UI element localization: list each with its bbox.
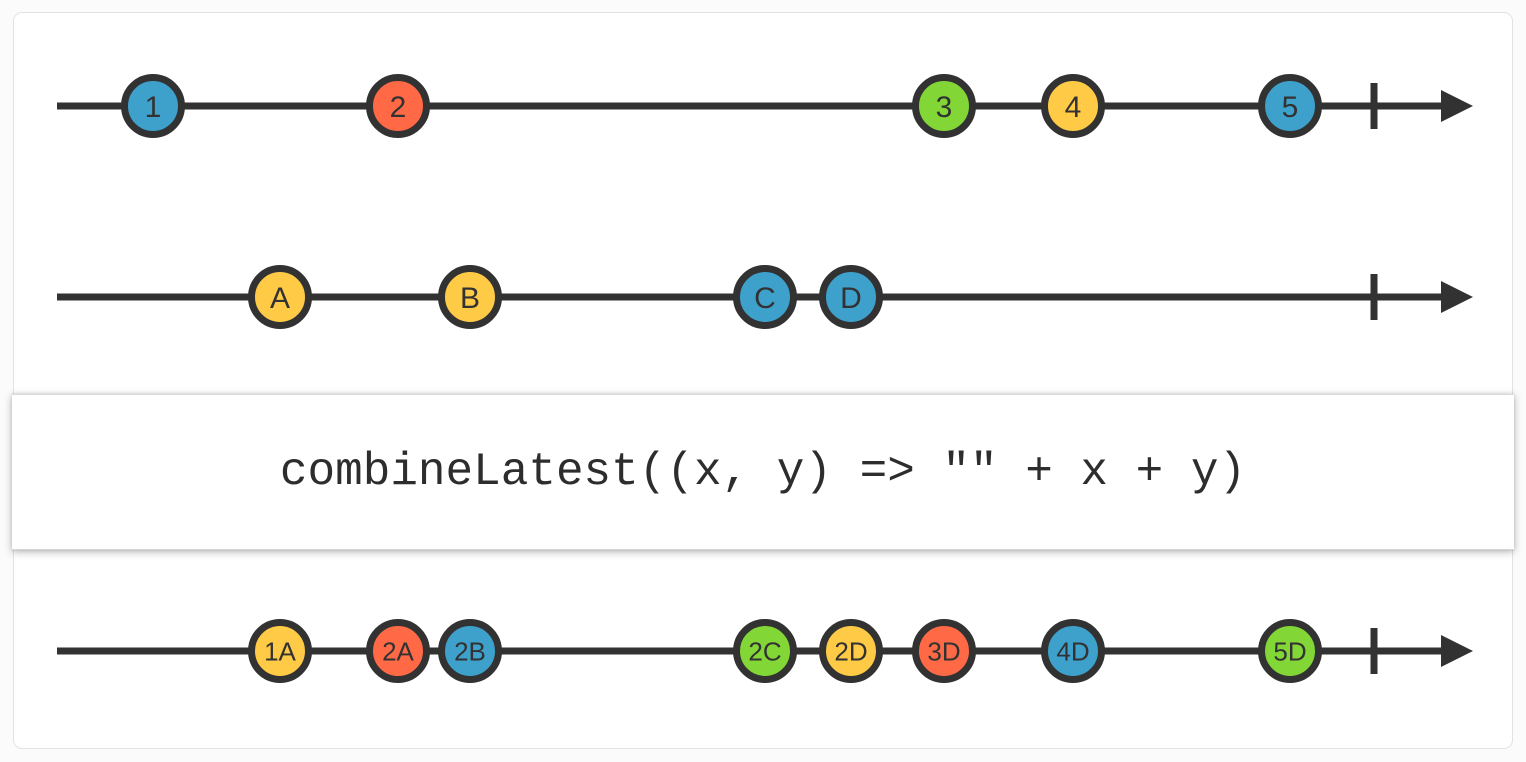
marble-C[interactable]: C	[733, 265, 797, 329]
marble-2C: 2C	[733, 619, 797, 683]
marble-label-2D: 2D	[834, 636, 867, 666]
marble-circle-2A	[366, 619, 430, 683]
marble-4D: 4D	[1041, 619, 1105, 683]
marble-label-5D: 5D	[1273, 636, 1306, 666]
marble-circle-5D	[1258, 619, 1322, 683]
marble-label-4D: 4D	[1056, 636, 1089, 666]
marble-2B: 2B	[438, 619, 502, 683]
marble-circle-4[interactable]	[1041, 74, 1105, 138]
marble-1[interactable]: 1	[121, 74, 185, 138]
marble-circle-1A	[248, 619, 312, 683]
marble-label-4: 4	[1065, 91, 1082, 124]
arrowhead-icon	[1441, 635, 1473, 667]
marble-circle-B[interactable]	[438, 265, 502, 329]
marble-label-2A: 2A	[382, 636, 414, 666]
operator-code: combineLatest((x, y) => "" + x + y)	[279, 446, 1247, 498]
marble-B[interactable]: B	[438, 265, 502, 329]
marble-label-3: 3	[936, 91, 953, 124]
marble-circle-2[interactable]	[366, 74, 430, 138]
marble-label-1A: 1A	[264, 636, 296, 666]
marble-circle-2B	[438, 619, 502, 683]
marble-label-2: 2	[390, 91, 407, 124]
marble-4[interactable]: 4	[1041, 74, 1105, 138]
marble-label-C: C	[754, 282, 776, 315]
marble-2[interactable]: 2	[366, 74, 430, 138]
marble-1A: 1A	[248, 619, 312, 683]
timeline-output: 1A 2A 2B 2C 2D 3D 4D 5D	[57, 619, 1473, 683]
marble-D[interactable]: D	[819, 265, 883, 329]
marble-2A: 2A	[366, 619, 430, 683]
marble-3[interactable]: 3	[912, 74, 976, 138]
arrowhead-icon	[1441, 90, 1473, 122]
marble-3D: 3D	[912, 619, 976, 683]
marble-A[interactable]: A	[248, 265, 312, 329]
marble-5D: 5D	[1258, 619, 1322, 683]
marble-circle-4D	[1041, 619, 1105, 683]
marble-label-B: B	[460, 282, 480, 315]
marble-label-D: D	[840, 282, 862, 315]
marble-circle-2D	[819, 619, 883, 683]
timeline-source-2: A B C D	[57, 265, 1473, 329]
timeline-source-1: 1 2 3 4 5	[57, 74, 1473, 138]
marble-circle-C[interactable]	[733, 265, 797, 329]
marble-label-2C: 2C	[748, 636, 781, 666]
marble-circle-A[interactable]	[248, 265, 312, 329]
marble-label-2B: 2B	[454, 636, 486, 666]
marble-label-3D: 3D	[927, 636, 960, 666]
marble-5[interactable]: 5	[1258, 74, 1322, 138]
operator-box: combineLatest((x, y) => "" + x + y)	[12, 394, 1514, 550]
marble-circle-D[interactable]	[819, 265, 883, 329]
arrowhead-icon	[1441, 281, 1473, 313]
marble-label-A: A	[270, 282, 290, 315]
marble-circle-3[interactable]	[912, 74, 976, 138]
marble-circle-2C	[733, 619, 797, 683]
marble-circle-5[interactable]	[1258, 74, 1322, 138]
marble-label-5: 5	[1282, 91, 1299, 124]
marble-2D: 2D	[819, 619, 883, 683]
marble-circle-3D	[912, 619, 976, 683]
marble-label-1: 1	[145, 91, 162, 124]
marble-circle-1[interactable]	[121, 74, 185, 138]
